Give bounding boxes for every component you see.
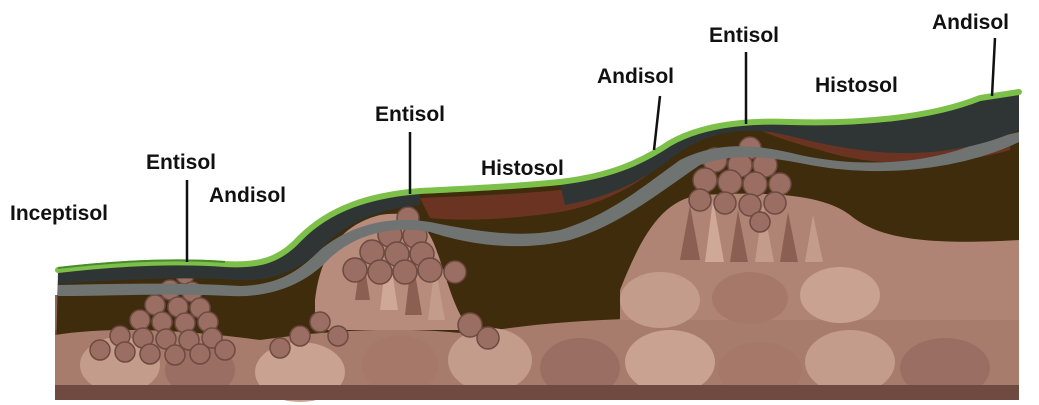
label-inceptisol: Inceptisol — [10, 203, 108, 224]
label-andisol-middle: Andisol — [597, 66, 674, 87]
label-entisol-middle: Entisol — [375, 104, 445, 125]
label-andisol-left: Andisol — [209, 185, 286, 206]
pointer-andisol-2 — [654, 96, 660, 150]
label-entisol-left: Entisol — [146, 152, 216, 173]
label-andisol-right: Andisol — [932, 12, 1009, 33]
label-histosol-right: Histosol — [815, 75, 898, 96]
label-histosol-middle: Histosol — [481, 158, 564, 179]
label-entisol-right: Entisol — [709, 25, 779, 46]
pointer-andisol-3 — [992, 38, 995, 96]
